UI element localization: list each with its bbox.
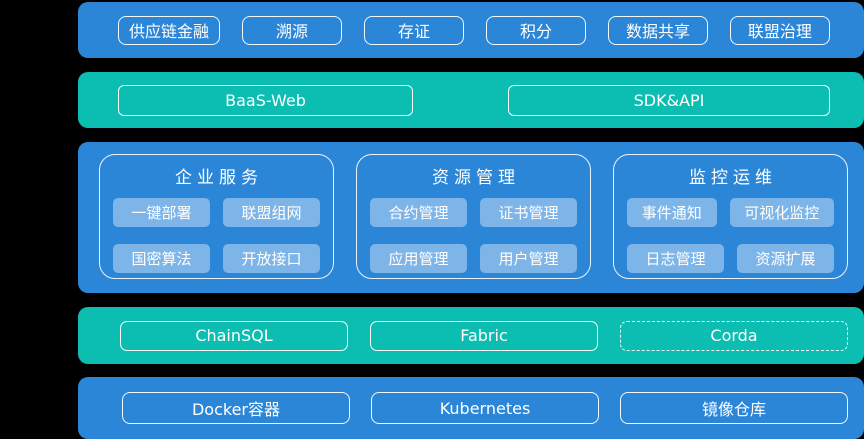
layer-application-scenarios: 供应链金融 溯源 存证 积分 数据共享 联盟治理 [78,2,864,58]
platform-chip: 用户管理 [480,244,577,273]
scenario-pill: 联盟治理 [729,15,830,45]
panel-title: 监控运维 [689,168,777,188]
platform-chip: 证书管理 [480,198,577,227]
platform-chip: 一键部署 [113,198,210,227]
panel-chip-grid: 合约管理 证书管理 应用管理 用户管理 [370,198,577,273]
panel-chip-grid: 事件通知 可视化监控 日志管理 资源扩展 [627,198,834,273]
scenario-pill: 溯源 [242,15,342,45]
scenario-pill: 积分 [485,15,586,45]
scenario-pill: 数据共享 [607,15,708,45]
scenario-pill: 存证 [363,15,464,45]
platform-chip: 国密算法 [113,244,210,273]
panel-enterprise-services: 企业服务 一键部署 联盟组网 国密算法 开放接口 [99,154,334,279]
platform-chip: 合约管理 [370,198,467,227]
panel-resource-management: 资源管理 合约管理 证书管理 应用管理 用户管理 [356,154,591,279]
platform-chip: 联盟组网 [223,198,320,227]
platform-chip: 应用管理 [370,244,467,273]
layer-platform-management: 企业服务 一键部署 联盟组网 国密算法 开放接口 资源管理 合约管理 证书管理 [78,142,864,293]
platform-chip: 资源扩展 [737,244,834,273]
infra-pill-kubernetes: Kubernetes [371,392,599,424]
chain-pill-fabric: Fabric [370,320,598,351]
access-pill-sdk-api: SDK&API [508,84,830,116]
platform-chip: 开放接口 [223,244,320,273]
panel-title: 企业服务 [175,168,263,188]
layer-access: BaaS-Web SDK&API [78,72,864,128]
chain-pill-chainsql: ChainSQL [120,320,348,351]
platform-chip: 事件通知 [627,198,717,227]
infra-pill-registry: 镜像仓库 [620,392,848,424]
platform-chip: 可视化监控 [729,198,834,227]
layer-infrastructure: Docker容器 Kubernetes 镜像仓库 [78,377,864,439]
panel-title: 资源管理 [432,168,520,188]
chain-pill-corda: Corda [620,320,848,351]
infra-pill-docker: Docker容器 [122,392,350,424]
panel-monitoring-ops: 监控运维 事件通知 可视化监控 日志管理 资源扩展 [613,154,848,279]
access-pill-baas-web: BaaS-Web [118,84,413,116]
platform-chip: 日志管理 [627,244,724,273]
scenario-pill: 供应链金融 [118,15,221,45]
layer-blockchain-engines: ChainSQL Fabric Corda [78,307,864,364]
panel-chip-grid: 一键部署 联盟组网 国密算法 开放接口 [113,198,320,273]
